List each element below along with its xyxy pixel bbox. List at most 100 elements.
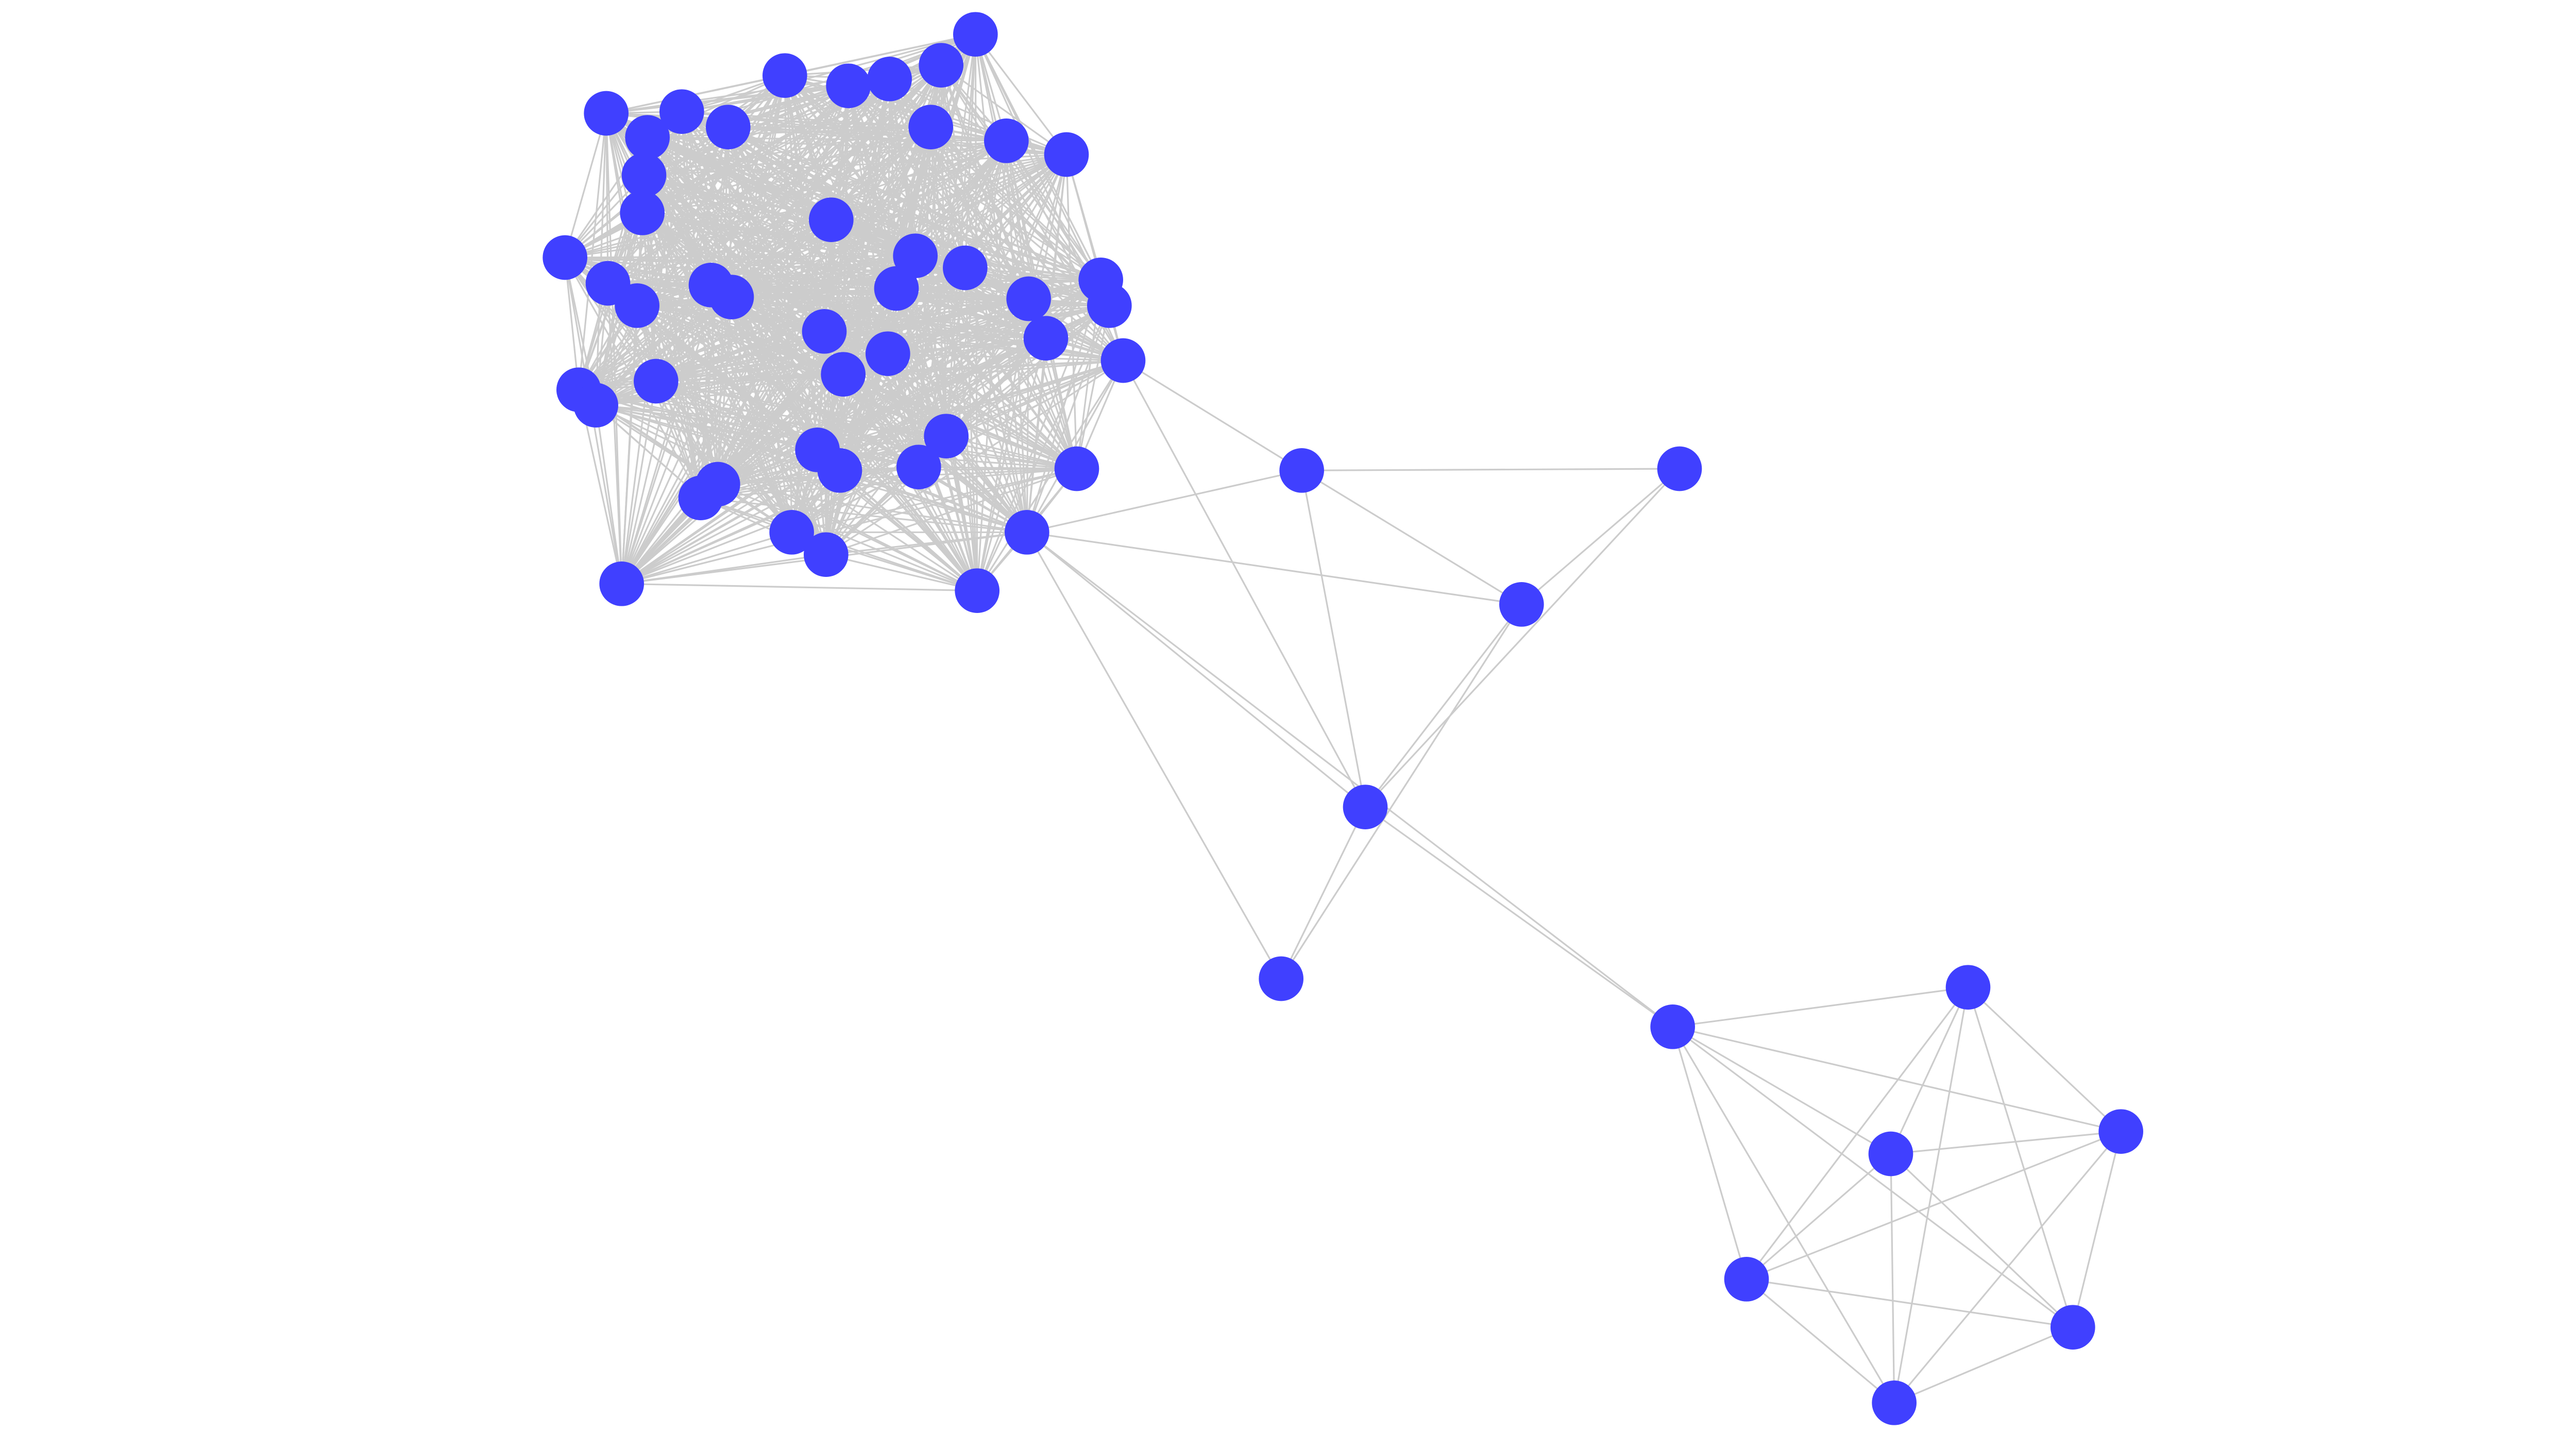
- graph-node: [1259, 956, 1304, 1001]
- graph-node: [625, 115, 670, 160]
- graph-edge: [718, 468, 1077, 485]
- graph-edge: [1890, 1153, 2074, 1328]
- graph-edge: [621, 297, 733, 584]
- graph-node: [706, 105, 751, 149]
- graph-edge: [731, 296, 1077, 470]
- graph-edge: [1280, 604, 1522, 979]
- graph-node: [943, 245, 988, 291]
- graph-edge: [1521, 468, 1681, 605]
- graph-edge: [655, 380, 978, 592]
- graph-edge: [1893, 987, 1969, 1403]
- graph-node: [1005, 510, 1049, 555]
- graph-edge: [656, 380, 1077, 470]
- graph-edge: [1027, 531, 1522, 605]
- graph-node: [821, 352, 866, 397]
- graph-edge: [607, 255, 916, 284]
- graph-node: [659, 89, 704, 134]
- graph-node: [2050, 1305, 2095, 1350]
- graph-node: [1100, 338, 1146, 383]
- graph-node: [709, 275, 754, 320]
- graph-edge: [1301, 469, 1522, 605]
- graph-node: [1279, 448, 1325, 493]
- graph-edge: [578, 296, 732, 391]
- graph-edge: [717, 483, 978, 592]
- graph-edge: [888, 353, 1124, 362]
- graph-edge: [607, 283, 623, 584]
- graph-edge: [1893, 1131, 2122, 1404]
- graph-edge: [1301, 470, 1366, 807]
- graph-edge: [642, 212, 1101, 281]
- graph-edge: [824, 279, 1101, 332]
- graph-edge: [825, 554, 978, 592]
- graph-edge: [1672, 1026, 1895, 1404]
- graph-edge: [1890, 1153, 1895, 1403]
- graph-edge: [621, 449, 818, 585]
- graph-edge: [621, 466, 919, 585]
- graph-edge: [1672, 1026, 2074, 1328]
- graph-edge: [918, 466, 978, 591]
- graph-edge: [621, 305, 638, 584]
- graph-edge: [621, 279, 1101, 585]
- graph-node: [1023, 316, 1069, 361]
- graph-node: [1054, 446, 1099, 491]
- graph-node: [2098, 1109, 2143, 1154]
- graph-edge: [1672, 986, 1969, 1028]
- graph-edge: [1745, 986, 1969, 1280]
- graph-edge: [1967, 986, 2122, 1132]
- graph-edge: [642, 126, 931, 214]
- graph-edge: [817, 449, 1077, 470]
- graph-node: [955, 568, 999, 613]
- graph-edge: [1672, 1026, 2122, 1133]
- graph-edge: [887, 353, 1077, 470]
- graph-node: [867, 57, 912, 101]
- graph-node: [1087, 283, 1132, 328]
- graph-edge: [1026, 360, 1124, 533]
- graph-node: [543, 235, 587, 280]
- graph-edge: [565, 257, 1101, 281]
- graph-node: [817, 448, 862, 493]
- graph-edge: [1076, 305, 1110, 469]
- node-layer: [543, 12, 2143, 1425]
- graph-edge: [643, 140, 1007, 176]
- graph-edge: [946, 435, 1077, 470]
- graph-edge: [605, 113, 623, 584]
- graph-node: [809, 197, 854, 242]
- graph-edge: [1672, 1026, 1748, 1280]
- graph-node: [1343, 785, 1388, 829]
- graph-node: [1006, 276, 1051, 321]
- graph-node: [678, 475, 723, 521]
- graph-edge: [700, 360, 1124, 499]
- graph-node: [984, 118, 1029, 163]
- graph-edge: [889, 78, 1067, 156]
- graph-edge: [1045, 338, 1078, 469]
- graph-edge: [940, 64, 1067, 156]
- graph-node: [584, 91, 629, 136]
- graph-edge: [621, 531, 792, 585]
- graph-edge: [621, 468, 1077, 585]
- graph-node: [599, 561, 644, 606]
- graph-edge: [641, 212, 841, 471]
- graph-node: [1872, 1380, 1917, 1425]
- graph-edge: [578, 126, 729, 390]
- graph-edge: [564, 113, 607, 258]
- graph-edge: [578, 389, 978, 592]
- graph-edge: [621, 583, 977, 592]
- graph-edge: [1026, 532, 1282, 979]
- graph-edge: [975, 33, 1067, 155]
- graph-edge: [2072, 1131, 2122, 1328]
- graph-edge: [1364, 468, 1681, 808]
- graph-node: [573, 383, 618, 428]
- graph-node: [874, 266, 919, 311]
- graph-node: [634, 359, 679, 404]
- graph-edge: [642, 212, 832, 221]
- graph-edge: [607, 75, 786, 284]
- graph-edge: [655, 380, 919, 468]
- graph-edge: [914, 154, 1067, 257]
- graph-edge: [824, 304, 1110, 332]
- graph-edge: [1890, 986, 1969, 1154]
- graph-node: [620, 191, 665, 235]
- graph-edge: [1026, 469, 1302, 533]
- graph-node: [1044, 132, 1089, 177]
